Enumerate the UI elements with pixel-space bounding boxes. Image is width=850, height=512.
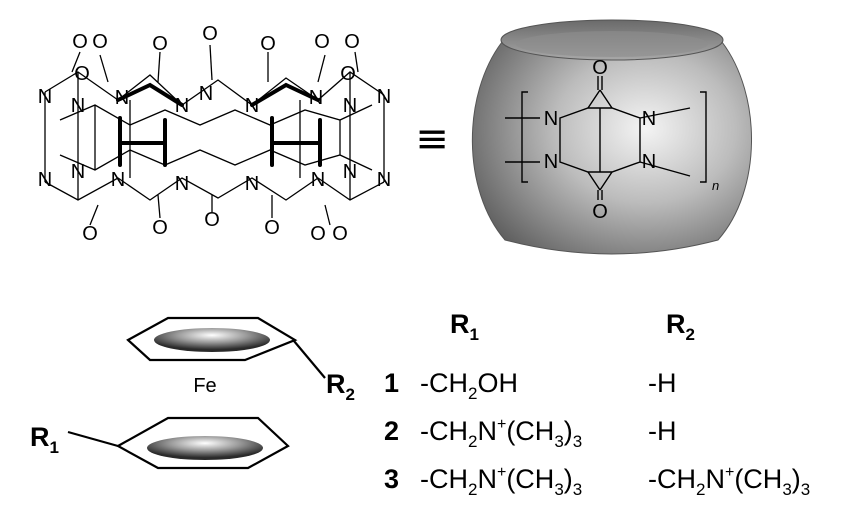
formula-part: 3 [573,432,582,451]
formula-part: (CH [506,464,554,494]
formula-part: 3 [782,480,791,499]
formula-part: ) [792,464,801,494]
row-2-r2-formula: -H [648,416,677,446]
svg-text:N: N [343,161,357,183]
row-1-r2-formula: -H [648,368,677,398]
formula-part: ) [564,416,573,446]
formula-part: -H [648,368,677,398]
row-1-r1-formula: -CH2OH [420,368,518,403]
svg-text:N: N [71,161,85,183]
svg-text:O: O [260,33,276,55]
formula-part: + [725,464,734,481]
svg-text:N: N [311,169,325,191]
row-2-r1-formula: -CH2N+(CH3)3 [420,416,582,451]
repeat-index: n [712,178,719,193]
svg-text:N: N [309,87,323,109]
barrel-nitrogen: N [544,151,558,173]
formula-part: 3 [554,480,563,499]
svg-text:O: O [314,31,330,53]
formula-part: (CH [506,416,554,446]
svg-text:N: N [115,87,129,109]
svg-text:N: N [245,173,259,195]
formula-part: -H [648,416,677,446]
svg-text:O: O [152,33,168,55]
cyclopentadienyl-ring-top [126,316,298,362]
row-3-r2-formula: -CH2N+(CH3)3 [648,464,810,499]
formula-part: 3 [801,480,810,499]
formula-part: + [497,464,506,481]
svg-text:N: N [38,86,52,108]
formula-part: 3 [573,480,582,499]
barrel-oxygen-bottom: O [592,201,608,223]
ferrocene-structure: Fe R2 R1 [30,316,355,470]
svg-text:N: N [71,95,85,117]
formula-part: 2 [468,432,477,451]
svg-text:O: O [152,217,168,239]
formula-part: -CH [420,416,468,446]
formula-part: OH [477,368,518,398]
svg-text:N: N [245,95,259,117]
svg-text:N: N [377,86,391,108]
formula-part: 2 [468,480,477,499]
barrel-nitrogen: N [642,151,656,173]
svg-text:O: O [92,31,108,53]
formula-part: -CH [648,464,696,494]
cucurbituril-bold-bonds [116,82,322,167]
formula-part: N [705,464,725,494]
formula-part: 2 [468,384,477,403]
formula-part: 2 [696,480,705,499]
svg-text:N: N [111,169,125,191]
svg-text:N: N [199,83,213,105]
formula-part: -CH [420,464,468,494]
svg-text:O: O [344,31,360,53]
formula-part: -CH [420,368,468,398]
compound-number: 3 [384,464,399,494]
svg-text:N: N [175,95,189,117]
r1-substituent-label: R1 [30,422,59,457]
substituent-table: R1 R2 1 -CH2OH -H 2 -CH2N+(CH3)3 -H 3 -C… [384,309,810,499]
formula-part: + [497,416,506,433]
cucurbituril-oxygen-labels: O O O O O O O O O O O O O O O [72,23,360,245]
svg-text:O: O [310,223,326,245]
compound-number: 1 [384,368,399,398]
svg-text:O: O [82,223,98,245]
svg-text:O: O [72,31,88,53]
barrel-oxygen-top: O [592,57,608,79]
table-header-r2: R2 [666,309,695,344]
cyclopentadienyl-ring-bottom [115,416,290,470]
barrel-nitrogen: N [544,108,558,130]
formula-part: ) [564,464,573,494]
svg-text:N: N [38,169,52,191]
r2-substituent-label: R2 [326,369,355,404]
iron-label: Fe [193,375,216,397]
svg-text:O: O [202,23,218,45]
barrel-nitrogen: N [642,108,656,130]
svg-text:N: N [377,169,391,191]
compound-number: 2 [384,416,399,446]
svg-text:N: N [343,95,357,117]
svg-text:O: O [332,223,348,245]
cucurbituril-nitrogen-labels: N N N N N N N N N N N N N N N N N [38,83,391,195]
svg-text:O: O [204,209,220,231]
equivalence-symbol: ≡ [415,116,449,162]
table-header-r1: R1 [450,309,479,344]
formula-part: N [477,416,497,446]
svg-text:O: O [340,63,356,85]
formula-part: N [477,464,497,494]
formula-part: (CH [734,464,782,494]
row-3-r1-formula: -CH2N+(CH3)3 [420,464,582,499]
svg-text:O: O [74,63,90,85]
formula-part: 3 [554,432,563,451]
cucurbituril-structure [44,44,385,226]
svg-text:N: N [175,173,189,195]
cucurbituril-barrel: O N N N N O n [471,19,752,255]
glycoluril-repeat-unit [505,76,707,200]
svg-text:O: O [264,217,280,239]
